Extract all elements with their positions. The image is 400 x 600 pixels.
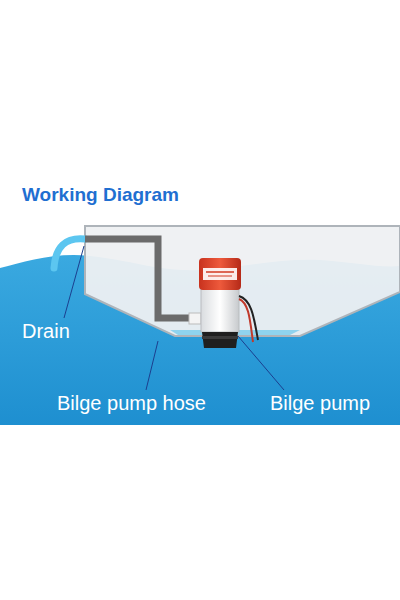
bilge-pump-hose <box>85 239 194 318</box>
part-label: Bilge pump hose <box>57 392 206 415</box>
leader-line <box>64 246 84 318</box>
bilge-pump <box>189 258 258 348</box>
drain-pipe <box>54 239 85 268</box>
part-label: Bilge pump <box>270 392 370 415</box>
leader-line <box>146 341 158 390</box>
leader-line <box>238 336 284 390</box>
part-label: Drain <box>22 320 70 343</box>
boat-hull <box>85 226 400 336</box>
diagram-title: Working Diagram <box>22 184 179 206</box>
